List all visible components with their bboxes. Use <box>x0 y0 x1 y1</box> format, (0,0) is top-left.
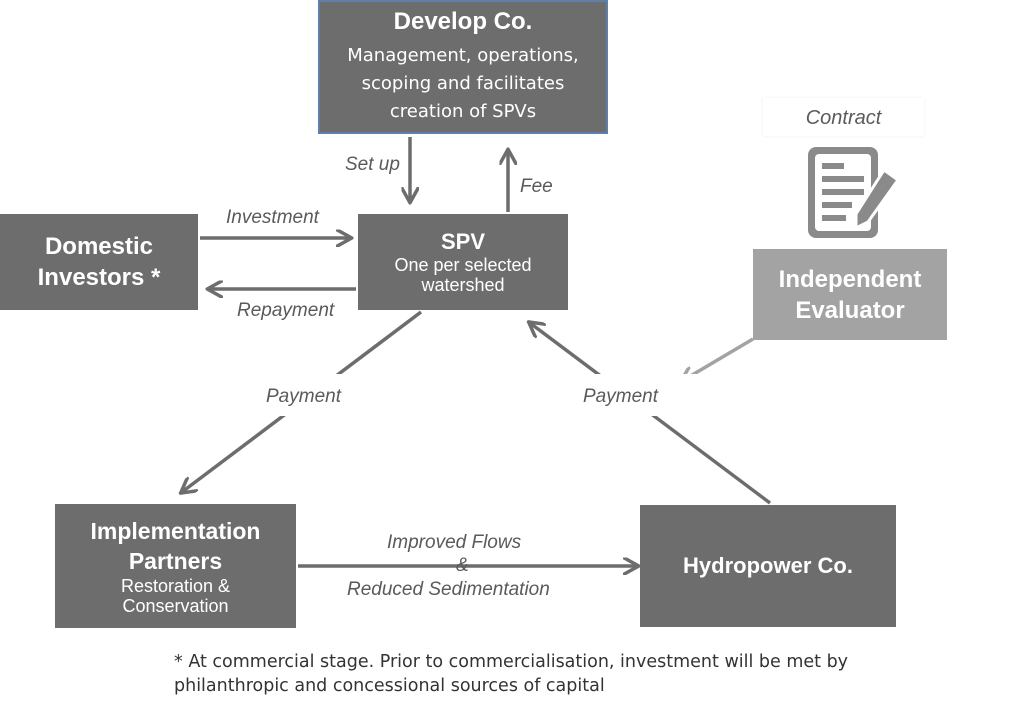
payment-left-label: Payment <box>266 386 341 407</box>
develop-co-title: Develop Co. <box>393 8 533 35</box>
develop-co-box: Develop Co. Management, operations, scop… <box>318 0 608 134</box>
independent-evaluator-box: Independent Evaluator <box>753 249 947 340</box>
develop-co-line2: scoping and facilitates <box>361 73 565 94</box>
evaluator-line2: Evaluator <box>795 296 905 324</box>
develop-co-line3: creation of SPVs <box>389 101 537 122</box>
investors-line1: Domestic <box>44 233 154 260</box>
partners-line2: Partners <box>128 548 223 574</box>
contract-label: Contract <box>763 98 924 136</box>
footnote: * At commercial stage. Prior to commerci… <box>174 650 954 698</box>
setup-label: Set up <box>345 154 400 175</box>
partners-sub2: Conservation <box>122 596 229 616</box>
partners-line1: Implementation <box>90 518 261 544</box>
hydropower-title: Hydropower Co. <box>683 553 853 578</box>
spv-line2: watershed <box>421 275 505 295</box>
spv-box: SPV One per selected watershed <box>358 214 568 310</box>
improved-ampersand-label: & <box>456 555 469 576</box>
footnote-line2: philanthropic and concessional sources o… <box>174 676 605 696</box>
investment-label: Investment <box>226 207 319 228</box>
reduced-sedimentation-label: Reduced Sedimentation <box>347 579 550 600</box>
repayment-label: Repayment <box>237 300 335 321</box>
implementation-partners-box: Implementation Partners Restoration & Co… <box>55 504 296 628</box>
improved-flows-label: Improved Flows <box>387 532 522 553</box>
hydropower-co-box: Hydropower Co. <box>640 505 896 627</box>
contract-document-icon <box>808 147 901 238</box>
investors-line2: Investors * <box>37 264 161 291</box>
domestic-investors-box: Domestic Investors * <box>0 214 198 310</box>
fee-label: Fee <box>520 176 553 197</box>
payment-label-background <box>547 374 707 416</box>
evaluator-line1: Independent <box>778 265 922 293</box>
partners-sub1: Restoration & <box>120 576 231 596</box>
develop-co-line1: Management, operations, <box>347 45 579 66</box>
payment-right-label: Payment <box>583 386 658 407</box>
footnote-line1: * At commercial stage. Prior to commerci… <box>174 652 849 672</box>
spv-title: SPV <box>440 229 486 254</box>
payment-label-background <box>228 374 388 416</box>
spv-line1: One per selected <box>394 255 532 275</box>
